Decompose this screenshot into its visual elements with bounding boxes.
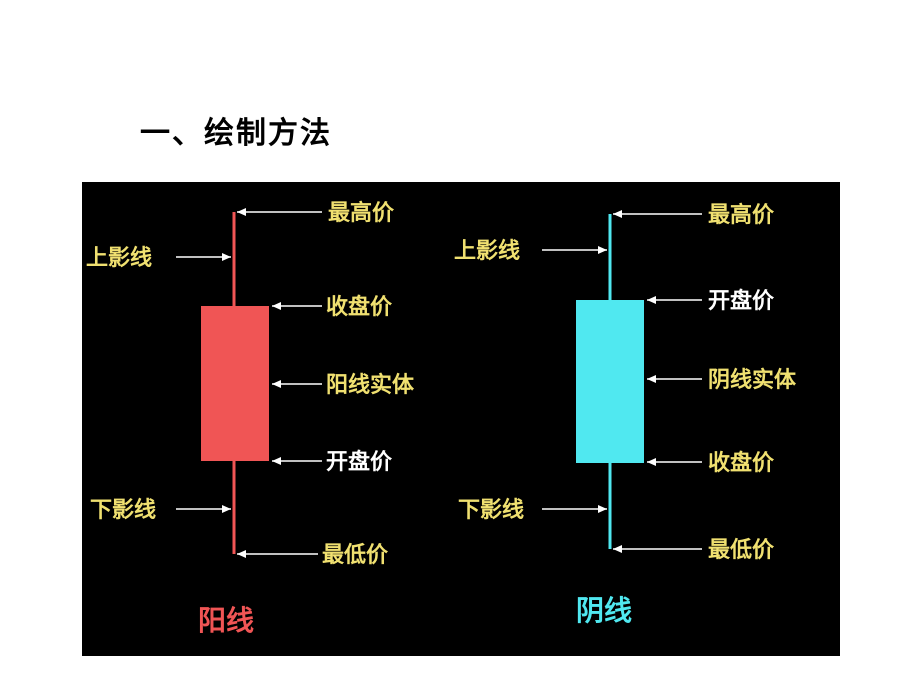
yang-body (201, 306, 269, 461)
candlestick-diagram-panel: 最高价 上影线 收盘价 阳线实体 开盘价 下影线 最低价 阳线 最高价 上影线 … (82, 182, 840, 656)
yin-open-label: 开盘价 (708, 288, 775, 314)
yang-low-label: 最低价 (322, 543, 389, 568)
yin-body-label: 阴线实体 (708, 367, 797, 393)
yin-caption: 阴线 (576, 594, 632, 627)
yang-upper-shadow-label: 上影线 (86, 245, 152, 271)
yin-upper-shadow-label: 上影线 (454, 238, 520, 264)
yin-close-label: 收盘价 (708, 450, 775, 476)
yang-candle (201, 212, 269, 554)
yin-candle (576, 214, 644, 549)
candlestick-diagram: 最高价 上影线 收盘价 阳线实体 开盘价 下影线 最低价 阳线 最高价 上影线 … (86, 200, 797, 637)
yang-lower-shadow-label: 下影线 (90, 497, 156, 523)
yang-body-label: 阳线实体 (326, 372, 415, 398)
yang-caption: 阳线 (198, 604, 254, 637)
yin-high-label: 最高价 (708, 202, 775, 228)
yang-high-label: 最高价 (328, 200, 395, 226)
yin-body (576, 300, 644, 463)
yang-close-label: 收盘价 (326, 294, 393, 320)
yin-low-label: 最低价 (708, 538, 775, 563)
yang-open-label: 开盘价 (326, 449, 393, 475)
page-title: 一、绘制方法 (140, 116, 332, 151)
yin-lower-shadow-label: 下影线 (458, 497, 524, 523)
